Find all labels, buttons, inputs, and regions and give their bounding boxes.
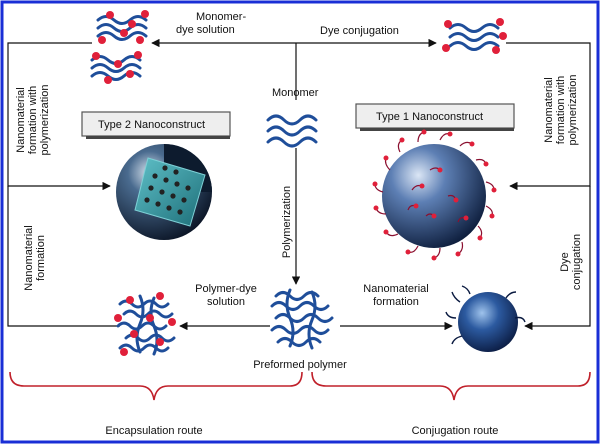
arrow-left-upper	[7, 42, 111, 191]
label-polymer-dye-2: solution	[207, 296, 245, 308]
polymer-dye-strands	[114, 292, 176, 356]
label-monomer: Monomer	[272, 87, 319, 99]
type1-nanoconstruct-sphere	[372, 129, 497, 261]
conjugation-brace	[311, 371, 591, 401]
svg-text:formation with: formation with	[27, 86, 39, 154]
svg-text:polymerization: polymerization	[567, 75, 579, 146]
dye-conjugated-strands	[442, 18, 507, 54]
svg-text:formation: formation	[35, 235, 47, 281]
label-preformed-polymer: Preformed polymer	[253, 359, 347, 371]
svg-text:polymerization: polymerization	[39, 85, 51, 156]
label-polymer-dye-1: Polymer-dye	[195, 283, 257, 295]
route-braces	[9, 371, 591, 401]
arrow-right-lower	[524, 186, 591, 331]
label-type1: Type 1 Nanoconstruct	[376, 111, 483, 123]
label-monomer-dye-2: dye solution	[176, 24, 235, 36]
svg-text:Dye: Dye	[559, 252, 571, 272]
nanomaterial-sphere	[445, 285, 526, 352]
label-monomer-dye-1: Monomer-	[196, 11, 246, 23]
label-encapsulation-route: Encapsulation route	[105, 425, 202, 437]
label-nanomaterial-mid-2: formation	[373, 296, 419, 308]
svg-text:formation with: formation with	[555, 76, 567, 144]
monomer-strands	[266, 114, 318, 148]
encapsulation-brace	[9, 371, 303, 401]
svg-text:Nanomaterial: Nanomaterial	[543, 77, 555, 142]
arrow-right-upper	[506, 42, 591, 191]
flow-lines	[7, 38, 591, 331]
line-left-lower	[7, 186, 120, 327]
label-right-lower: Dye conjugation	[559, 234, 583, 290]
svg-text:Nanomaterial: Nanomaterial	[23, 225, 35, 290]
label-left-lower: Nanomaterial formation	[23, 225, 47, 290]
label-dye-conjugation-top: Dye conjugation	[320, 25, 399, 37]
type2-label-box	[81, 111, 231, 139]
label-type2: Type 2 Nanoconstruct	[98, 119, 205, 131]
label-nanomaterial-mid-1: Nanomaterial	[363, 283, 428, 295]
preformed-polymer-strands	[270, 288, 334, 350]
label-polymerization: Polymerization	[281, 186, 293, 258]
type1-label-box	[355, 103, 515, 131]
label-left-upper: Nanomaterial formation with polymerizati…	[15, 85, 51, 156]
svg-text:conjugation: conjugation	[571, 234, 583, 290]
label-right-upper: Nanomaterial formation with polymerizati…	[543, 75, 579, 146]
svg-text:Nanomaterial: Nanomaterial	[15, 87, 27, 152]
monomer-dye-strands	[90, 10, 149, 84]
type2-nanoconstruct-sphere	[116, 144, 212, 240]
label-conjugation-route: Conjugation route	[412, 425, 499, 437]
